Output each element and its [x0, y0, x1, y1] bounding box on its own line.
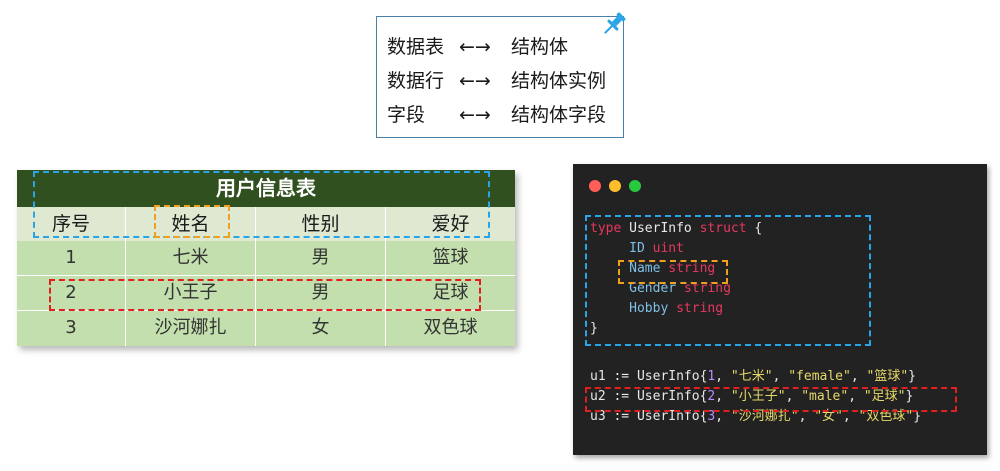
instance-var: u2: [590, 389, 606, 404]
row-highlight-box: [49, 279, 481, 311]
instance-num: 2: [707, 389, 716, 404]
window-close-dot: [589, 180, 601, 192]
field-type: string: [683, 281, 731, 296]
row-divider: [17, 275, 515, 277]
field-name: Hobby: [629, 301, 669, 316]
code-window: type UserInfo struct { ID uint Name stri…: [573, 164, 987, 455]
instance-str: "沙河娜扎": [730, 409, 799, 424]
field-type: uint: [652, 241, 684, 256]
struct-name: UserInfo: [629, 221, 692, 236]
mapping-arrow: ←→: [459, 104, 491, 126]
table-cell: 小王子: [125, 276, 255, 310]
instance-str: "小王子": [730, 389, 786, 404]
mapping-right: 结构体: [511, 36, 569, 58]
user-info-table: 用户信息表 序号 姓名 性别 爱好 1 七米 男 篮球 2 小王子 男 足球 3…: [17, 170, 515, 346]
struct-definition: type UserInfo struct { ID uint Name stri…: [590, 219, 762, 339]
table-cell: 沙河娜扎: [125, 311, 255, 346]
field-name: Name: [629, 261, 661, 276]
keyword-struct: struct: [699, 221, 747, 236]
struct-highlight-box: [585, 215, 871, 346]
pushpin-icon: [604, 12, 626, 34]
mapping-right: 结构体实例: [511, 70, 607, 92]
instance-var: u1: [590, 369, 606, 384]
table-header-row: 序号 姓名 性别 爱好: [17, 207, 515, 241]
instance-highlight-box: [585, 387, 957, 412]
mapping-left: 字段: [387, 104, 426, 126]
instance-str: "女": [814, 409, 843, 424]
mapping-left: 数据表: [387, 36, 445, 58]
instance-str: "篮球": [866, 369, 909, 384]
table-cell: 七米: [125, 241, 255, 275]
field-name: ID: [629, 241, 645, 256]
table-cell: 2: [65, 282, 77, 303]
field-type: string: [668, 261, 716, 276]
instance-num: 1: [707, 369, 716, 384]
table-row: 2 小王子 男 足球: [17, 276, 515, 310]
table-cell: 男: [255, 276, 385, 310]
header-cell: 爱好: [385, 207, 515, 241]
table-cell: 双色球: [385, 311, 515, 346]
table-cell: 篮球: [385, 241, 515, 275]
window-minimize-dot: [609, 180, 621, 192]
instance-type: UserInfo: [636, 409, 700, 424]
table-cell: 足球: [385, 276, 515, 310]
instance-var: u3: [590, 409, 606, 424]
field-highlight-box: [618, 260, 728, 284]
table-highlight-box: [33, 171, 490, 238]
assign-op: :=: [613, 369, 630, 384]
table-cell: 男: [255, 241, 385, 275]
instance-type: UserInfo: [636, 369, 700, 384]
table-row: 1 七米 男 篮球: [17, 241, 515, 275]
instance-type: UserInfo: [636, 389, 700, 404]
field-type: string: [676, 301, 724, 316]
mapping-left: 数据行: [387, 70, 445, 92]
brace-open: {: [754, 221, 763, 236]
mapping-arrow: ←→: [459, 70, 491, 92]
header-cell: 性别: [255, 207, 385, 241]
keyword-type: type: [590, 221, 622, 236]
mapping-legend-box: 数据表 ←→ 结构体 数据行 ←→ 结构体实例 字段 ←→ 结构体字段: [376, 12, 626, 138]
header-cell: 姓名: [125, 207, 255, 241]
table-cell: 女: [255, 311, 385, 346]
instance-str: "七米": [730, 369, 773, 384]
table-cell: 1: [65, 247, 77, 268]
mapping-arrow: ←→: [459, 36, 491, 58]
mapping-right: 结构体字段: [511, 104, 607, 126]
field-name: Gender: [629, 281, 677, 296]
instance-str: "female": [788, 369, 851, 384]
instance-lines: u1 := UserInfo{1, "七米", "female", "篮球"} …: [590, 369, 922, 424]
assign-op: :=: [613, 409, 630, 424]
instance-str: "male": [801, 389, 849, 404]
assign-op: :=: [613, 389, 630, 404]
window-maximize-dot: [629, 180, 641, 192]
brace-close: }: [590, 321, 598, 336]
table-cell: 3: [65, 317, 77, 338]
instance-str: "双色球": [858, 409, 914, 424]
table-title: 用户信息表: [17, 170, 515, 207]
table-row: 3 沙河娜扎 女 双色球: [17, 311, 515, 346]
column-highlight-box: [154, 205, 230, 238]
instance-str: "足球": [863, 389, 906, 404]
instance-num: 3: [707, 409, 716, 424]
header-cell: 序号: [51, 213, 90, 235]
